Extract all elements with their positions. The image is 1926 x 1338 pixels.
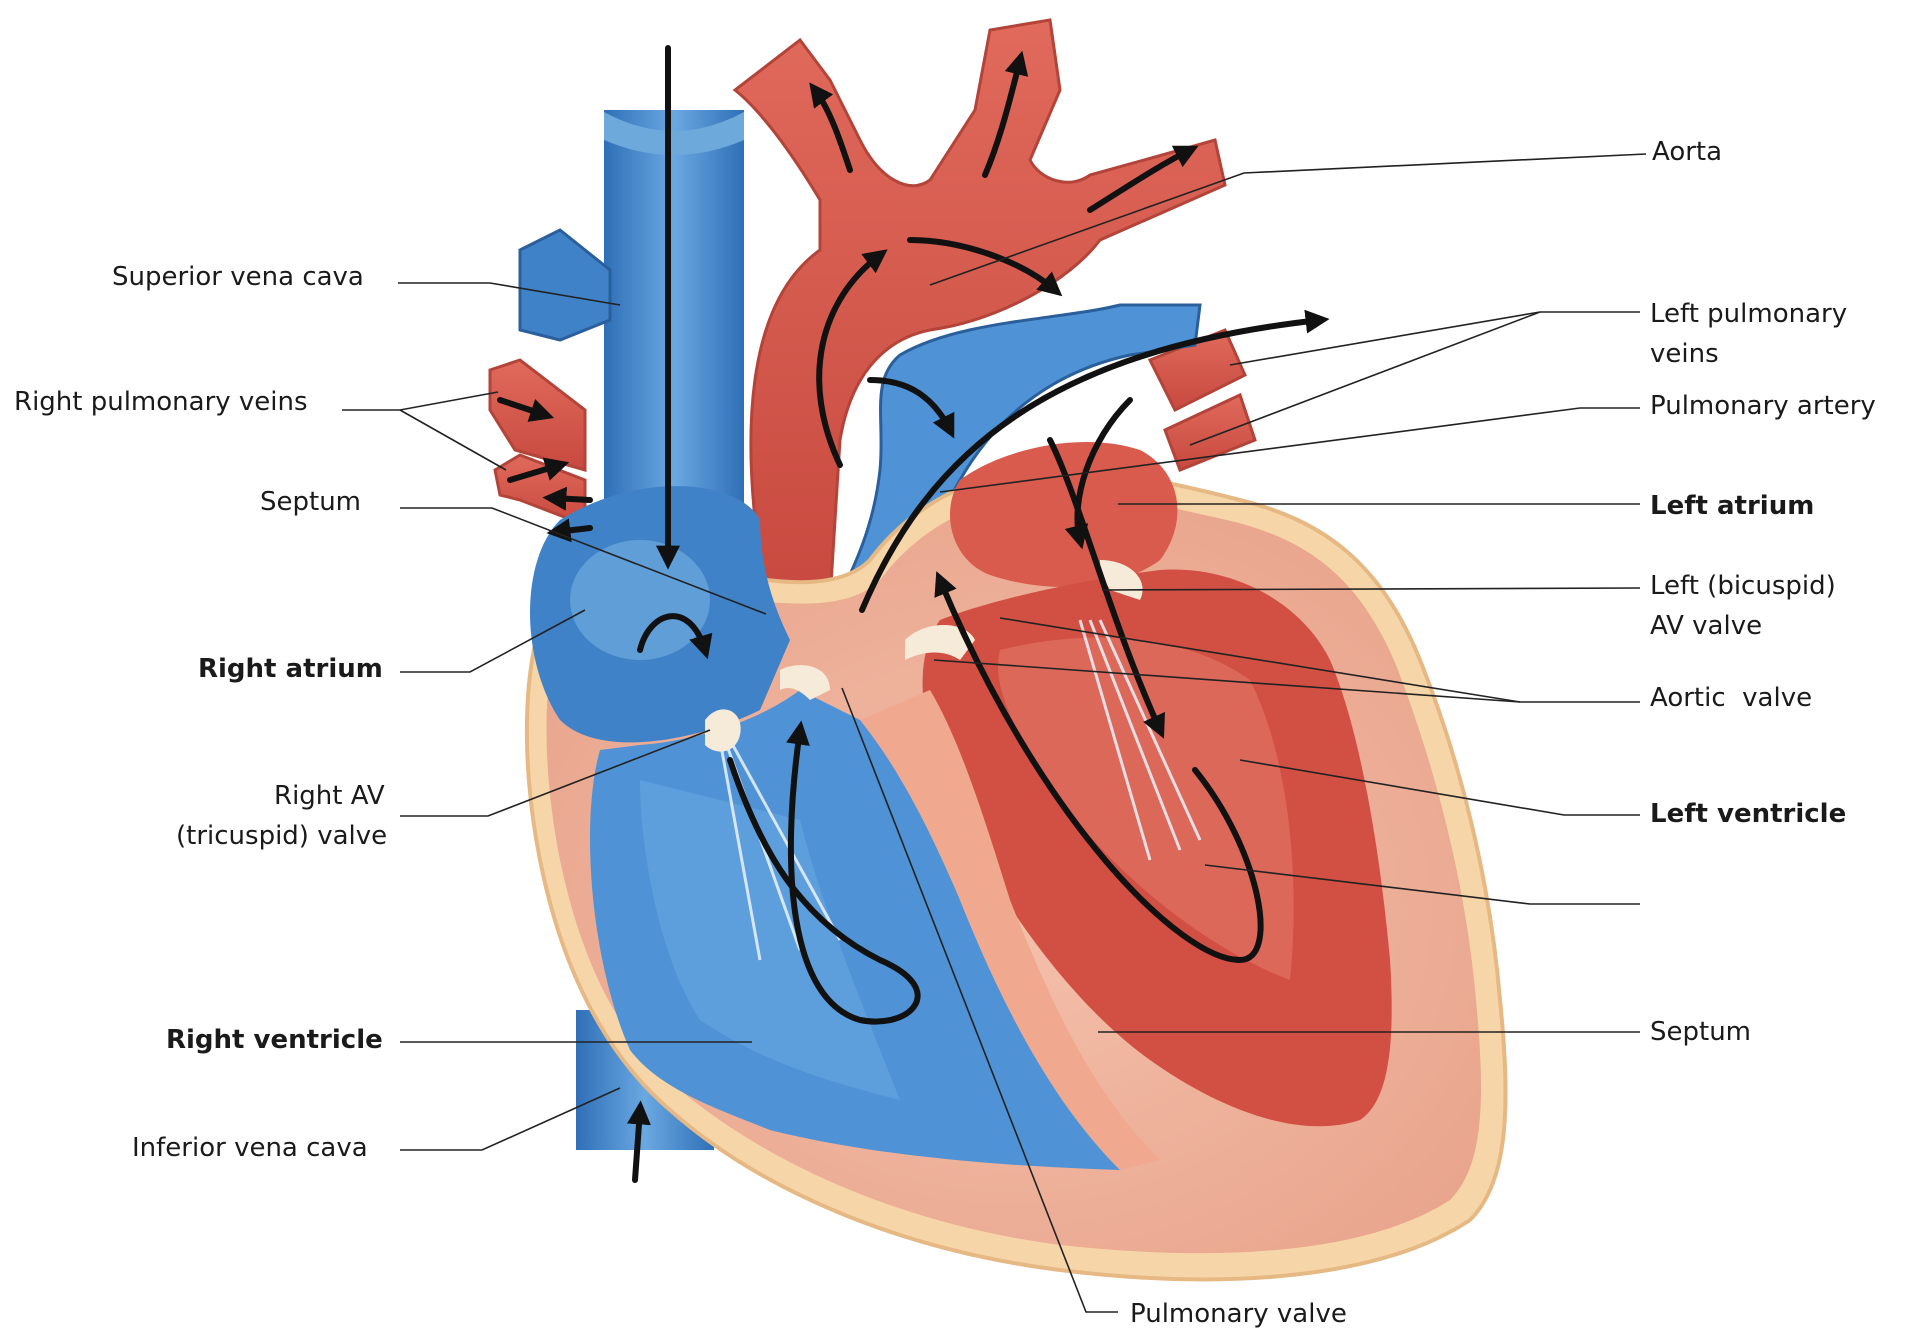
left-pulmonary-vein-lower — [1163, 392, 1257, 472]
aortic-valve-icon — [905, 625, 975, 660]
leader-septum-upper — [400, 507, 767, 615]
leader-right-atrium — [400, 609, 586, 673]
leader-pulmonary-valve — [841, 687, 1118, 1313]
heart-cross-section-icon — [488, 18, 1508, 1282]
tricuspid-valve-icon — [705, 709, 741, 752]
leader-aorta — [929, 153, 1647, 286]
label-inferior-vena-cava: Inferior vena cava — [132, 1133, 368, 1163]
label-septum-upper: Septum — [260, 487, 361, 517]
pulmonary-valve-icon — [780, 665, 830, 700]
label-aortic-valve: Aortic valve — [1650, 683, 1812, 713]
leader-pulmonary-artery — [939, 407, 1640, 493]
label-pulmonary-valve: Pulmonary valve — [1130, 1299, 1347, 1329]
svc-top-opening — [604, 112, 744, 155]
interventricular-septum — [860, 690, 1160, 1170]
left-ventricle-highlight — [998, 637, 1294, 980]
label-septum-lower: Septum — [1650, 1017, 1751, 1047]
label-right-av-valve-line2: (tricuspid) valve — [176, 821, 387, 851]
label-right-atrium: Right atrium — [198, 654, 383, 684]
label-pulmonary-artery: Pulmonary artery — [1650, 391, 1876, 421]
aorta-vessel — [732, 18, 1227, 602]
left-atrium-chamber — [950, 441, 1178, 587]
leader-left-av-valve — [1101, 587, 1641, 591]
leader-right-av-valve — [400, 729, 711, 817]
label-left-av-valve-line1: Left (bicuspid) — [1650, 571, 1836, 601]
label-right-av-valve-line1: Right AV — [274, 781, 385, 811]
right-atrium-highlight — [570, 540, 710, 660]
label-left-av-valve-line2: AV valve — [1650, 611, 1762, 641]
azygos-branch — [518, 228, 612, 342]
label-right-pulmonary-veins: Right pulmonary veins — [14, 387, 308, 417]
blood-flow-arrow-icon — [497, 45, 1330, 1183]
leader-left-ventricle — [1239, 759, 1640, 816]
label-left-atrium: Left atrium — [1650, 491, 1814, 521]
leader-aortic-valve-b — [933, 659, 1521, 703]
right-ventricle-shade — [640, 780, 900, 1100]
leader-inferior-vena-cava — [400, 1087, 621, 1151]
label-right-ventricle: Right ventricle — [166, 1025, 383, 1055]
leader-right-pulmonary-veins-a — [342, 391, 499, 411]
label-aorta: Aorta — [1652, 137, 1722, 167]
label-left-ventricle: Left ventricle — [1650, 799, 1846, 829]
label-left-pulmonary-veins-line1: Left pulmonary — [1650, 299, 1847, 329]
label-superior-vena-cava: Superior vena cava — [112, 262, 364, 292]
leader-lines — [342, 153, 1647, 1313]
leader-right-pulmonary-veins-b — [399, 409, 507, 471]
leader-left-ventricle-wall — [1204, 864, 1640, 905]
label-left-pulmonary-veins-line2: veins — [1650, 339, 1719, 369]
leader-left-pulmonary-veins-b — [1189, 311, 1541, 446]
labels: Superior vena cava Right pulmonary veins… — [14, 137, 1876, 1329]
leader-left-pulmonary-veins-a — [1229, 311, 1640, 366]
leader-superior-vena-cava — [398, 282, 621, 306]
